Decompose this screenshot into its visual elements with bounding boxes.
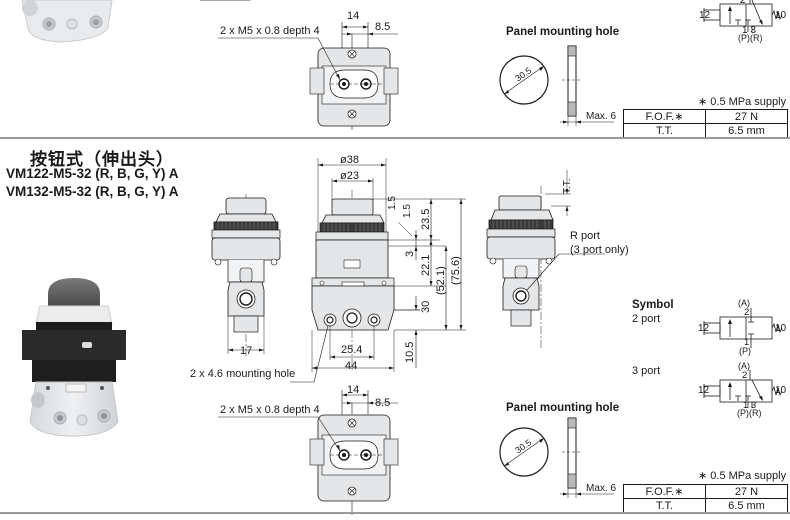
side-view-drawing	[211, 194, 281, 358]
spec-value: 27 N	[705, 109, 788, 124]
thread-label-main: 2 x M5 x 0.8 depth 4	[220, 404, 320, 416]
spec-value: 6.5 mm	[705, 498, 788, 513]
dim-22-1: 22.1	[420, 254, 432, 276]
panel-max-thickness-main: Max. 6	[586, 483, 617, 494]
bottom-view-drawing-main	[218, 390, 399, 515]
symbol-2port-2: 2	[744, 307, 750, 318]
symbol-top-port-pr: (P)(R)	[738, 33, 763, 43]
product-photo-main	[22, 278, 126, 437]
model-number-2: VM132-M5-32 (R, B, G, Y) A	[6, 184, 179, 199]
symbol-top-port-12: 12	[699, 10, 711, 21]
symbol-top-port-13: 1 3	[742, 25, 756, 36]
spec-label: T.T.	[623, 123, 706, 138]
dim-17: 17	[240, 345, 253, 357]
r-port-label: R port	[570, 230, 600, 242]
dim-14-main: 14	[347, 384, 360, 396]
section-divider-bottom	[0, 512, 790, 514]
symbol-3port-diagram	[703, 370, 783, 408]
dim-52-1: (52.1)	[435, 266, 447, 295]
symbol-top-port-2: 2	[740, 0, 746, 6]
dim-30: 30	[420, 300, 432, 313]
bottom-view-drawing-top	[200, 0, 399, 130]
symbol-3port-a: (A)	[738, 361, 750, 371]
dim-10-5: 10.5	[404, 341, 416, 363]
dim-44: 44	[345, 360, 358, 372]
front-view-drawing	[290, 158, 466, 383]
symbol-2port-1: 1	[744, 337, 750, 348]
spec-table-top: F.O.F.∗ 27 N T.T. 6.5 mm	[623, 109, 788, 138]
spec-row: T.T. 6.5 mm	[623, 123, 788, 138]
symbol-2port-label: 2 port	[632, 313, 661, 325]
spec-row: F.O.F.∗ 27 N	[623, 484, 788, 499]
symbol-top-port-10: 10	[775, 10, 787, 21]
dim-14-top: 14	[347, 10, 360, 22]
symbol-3port-13: 1 3	[743, 400, 757, 411]
symbol-3port-pr: (P)(R)	[737, 408, 762, 418]
symbol-2port-diagram	[703, 308, 783, 348]
model-number-1: VM122-M5-32 (R, B, G, Y) A	[6, 166, 179, 181]
panel-hole-drawing-top: 30.5	[499, 45, 614, 126]
spec-note-top: ∗ 0.5 MPa supply	[698, 96, 787, 108]
panel-hole-drawing-main: 30.5	[499, 417, 614, 498]
product-photo-top	[21, 0, 113, 43]
symbol-title: Symbol	[632, 299, 674, 311]
symbol-3port-top	[703, 0, 783, 32]
symbol-2port-12: 12	[698, 323, 710, 334]
dim-1-5-a: 1.5	[387, 196, 398, 210]
symbol-3port-12: 12	[698, 385, 710, 396]
spec-row: F.O.F.∗ 27 N	[623, 109, 788, 124]
symbol-2port-10: 10	[775, 323, 787, 334]
spec-value: 6.5 mm	[705, 123, 788, 138]
dim-25-4: 25.4	[341, 344, 363, 356]
panel-mounting-title-main: Panel mounting hole	[506, 402, 620, 414]
spec-table-main: F.O.F.∗ 27 N T.T. 6.5 mm	[623, 484, 788, 513]
dim-3: 3	[404, 250, 416, 257]
panel-max-thickness-top: Max. 6	[586, 111, 617, 122]
dim-75-6: (75.6)	[450, 256, 462, 285]
symbol-2port-p: (P)	[739, 346, 751, 356]
spec-label: F.O.F.∗	[623, 109, 706, 124]
mounting-hole-label: 2 x 4.6 mounting hole	[190, 368, 296, 380]
dim-8-5-top: 8.5	[375, 21, 391, 33]
spec-label: T.T.	[623, 498, 706, 513]
thread-label-top: 2 x M5 x 0.8 depth 4	[220, 25, 320, 37]
symbol-2port-a: (A)	[738, 298, 750, 308]
symbol-3port-label: 3 port	[632, 365, 661, 377]
spec-label: F.O.F.∗	[623, 484, 706, 499]
r-port-note: (3 port only)	[570, 244, 629, 256]
dim-dia-23: ø23	[340, 170, 359, 182]
dim-23-5: 23.5	[420, 208, 432, 230]
spec-value: 27 N	[705, 484, 788, 499]
symbol-3port-10: 10	[775, 385, 787, 396]
section-divider	[0, 137, 790, 139]
dim-dia-38: ø38	[340, 154, 359, 166]
dim-8-5-main: 8.5	[375, 397, 391, 409]
panel-mounting-title-top: Panel mounting hole	[506, 26, 620, 38]
section-title-cn: 按钮式（伸出头）	[30, 150, 174, 170]
tt-label: T.T.	[562, 178, 573, 194]
spec-note-main: ∗ 0.5 MPa supply	[698, 470, 787, 482]
right-view-drawing	[486, 170, 605, 350]
spec-row: T.T. 6.5 mm	[623, 498, 788, 513]
dim-1-5-b: 1.5	[402, 204, 413, 218]
symbol-3port-2: 2	[742, 370, 748, 381]
